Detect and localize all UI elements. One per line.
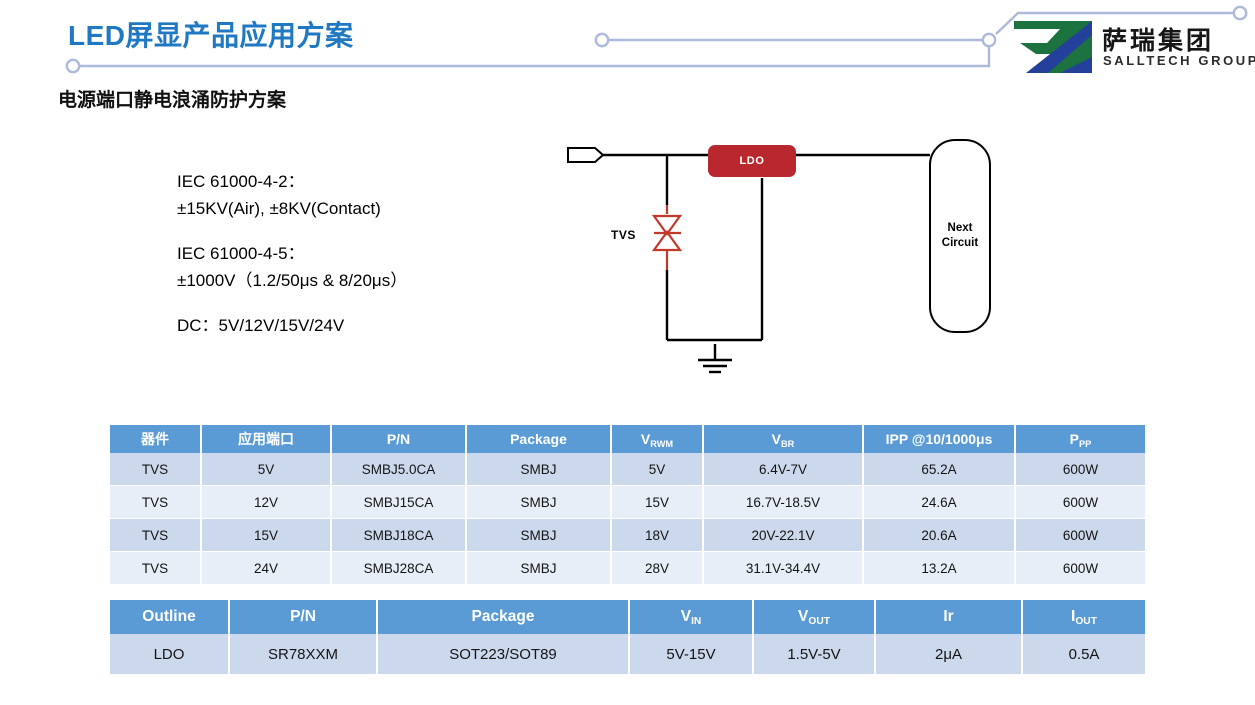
- ldo-block: LDO: [708, 145, 796, 177]
- tvs-cell-3: SMBJ: [465, 453, 612, 486]
- ldo-cell-1: SR78XXM: [228, 634, 378, 675]
- next-circuit-line-1: Next: [947, 222, 973, 234]
- tvs-cell-0: TVS: [108, 518, 202, 552]
- tvs-cell-0: TVS: [108, 453, 202, 486]
- tvs-cell-4: 18V: [610, 518, 704, 552]
- tvs-cell-6: 13.2A: [862, 551, 1016, 585]
- ldo-col-header-2: Package: [376, 600, 630, 634]
- subscript: BR: [781, 439, 795, 449]
- tvs-cell-1: 12V: [200, 485, 332, 519]
- tvs-cell-2: SMBJ28CA: [330, 551, 467, 585]
- tvs-cell-2: SMBJ18CA: [330, 518, 467, 552]
- spec-line-4: ±1000V（1.2/50μs & 8/20μs）: [177, 271, 408, 290]
- tvs-col-header-4: VRWM: [610, 425, 704, 453]
- tvs-cell-2: SMBJ5.0CA: [330, 453, 467, 486]
- ldo-cell-6: 0.5A: [1021, 634, 1147, 675]
- tvs-col-header-7: PPP: [1014, 425, 1147, 453]
- subscript: OUT: [808, 616, 830, 627]
- tvs-cell-3: SMBJ: [465, 485, 612, 519]
- logo-name-cn: 萨瑞集团: [1102, 26, 1215, 55]
- tvs-col-header-5: VBR: [702, 425, 864, 453]
- ldo-col-header-6: IOUT: [1021, 600, 1147, 634]
- ldo-col-header-0: Outline: [108, 600, 230, 634]
- tvs-cell-3: SMBJ: [465, 551, 612, 585]
- ldo-col-header-4: VOUT: [752, 600, 876, 634]
- subscript: RWM: [650, 439, 674, 449]
- tvs-cell-6: 24.6A: [862, 485, 1016, 519]
- ldo-col-header-1: P/N: [228, 600, 378, 634]
- ldo-cell-0: LDO: [108, 634, 230, 675]
- next-circuit-line-2: Circuit: [941, 237, 979, 249]
- page-title: LED屏显产品应用方案: [68, 20, 354, 51]
- spacer: [177, 222, 407, 240]
- next-circuit-block: Next Circuit: [929, 139, 991, 333]
- ldo-col-header-3: VIN: [628, 600, 754, 634]
- tvs-cell-0: TVS: [108, 551, 202, 585]
- tvs-cell-6: 65.2A: [862, 453, 1016, 486]
- subscript: OUT: [1075, 616, 1097, 627]
- ldo-cell-2: SOT223/SOT89: [376, 634, 630, 675]
- spec-line-2: ±15KV(Air), ±8KV(Contact): [177, 199, 381, 218]
- tvs-cell-5: 20V-22.1V: [702, 518, 864, 552]
- tvs-col-header-6: IPP @10/1000μs: [862, 425, 1016, 453]
- tvs-cell-5: 16.7V-18.5V: [702, 485, 864, 519]
- spacer: [177, 294, 407, 312]
- tvs-cell-4: 15V: [610, 485, 704, 519]
- tvs-cell-5: 31.1V-34.4V: [702, 551, 864, 585]
- ldo-col-header-5: Ir: [874, 600, 1023, 634]
- tvs-col-header-3: Package: [465, 425, 612, 453]
- tvs-cell-7: 600W: [1014, 551, 1147, 585]
- tvs-cell-4: 28V: [610, 551, 704, 585]
- logo-name-en: SALLTECH GROUP: [1103, 53, 1255, 68]
- subscript: PP: [1079, 439, 1092, 449]
- tvs-cell-3: SMBJ: [465, 518, 612, 552]
- spec-line-1: IEC 61000-4-2：: [177, 172, 305, 191]
- company-logo: 萨瑞集团 SALLTECH GROUP: [1014, 21, 1255, 75]
- circuit-diagram: [567, 147, 930, 374]
- section-subtitle: 电源端口静电浪涌防护方案: [58, 90, 287, 111]
- spec-line-5: DC：5V/12V/15V/24V: [177, 316, 345, 335]
- ldo-cell-5: 2μA: [874, 634, 1023, 675]
- tvs-col-header-1: 应用端口: [200, 425, 332, 453]
- salltech-logo-icon: [1014, 21, 1092, 73]
- tvs-cell-6: 20.6A: [862, 518, 1016, 552]
- tvs-label: TVS: [611, 228, 636, 242]
- tvs-cell-4: 5V: [610, 453, 704, 486]
- ldo-cell-3: 5V-15V: [628, 634, 754, 675]
- tvs-col-header-2: P/N: [330, 425, 467, 453]
- tvs-cell-1: 5V: [200, 453, 332, 486]
- tvs-cell-5: 6.4V-7V: [702, 453, 864, 486]
- spec-text-block: IEC 61000-4-2： ±15KV(Air), ±8KV(Contact)…: [177, 168, 407, 339]
- tvs-cell-7: 600W: [1014, 453, 1147, 486]
- tvs-cell-1: 24V: [200, 551, 332, 585]
- tvs-cell-1: 15V: [200, 518, 332, 552]
- spec-line-3: IEC 61000-4-5：: [177, 244, 305, 263]
- tvs-cell-7: 600W: [1014, 485, 1147, 519]
- tvs-cell-2: SMBJ15CA: [330, 485, 467, 519]
- tvs-cell-0: TVS: [108, 485, 202, 519]
- tvs-col-header-0: 器件: [108, 425, 202, 453]
- tvs-cell-7: 600W: [1014, 518, 1147, 552]
- ldo-cell-4: 1.5V-5V: [752, 634, 876, 675]
- subscript: IN: [691, 616, 702, 627]
